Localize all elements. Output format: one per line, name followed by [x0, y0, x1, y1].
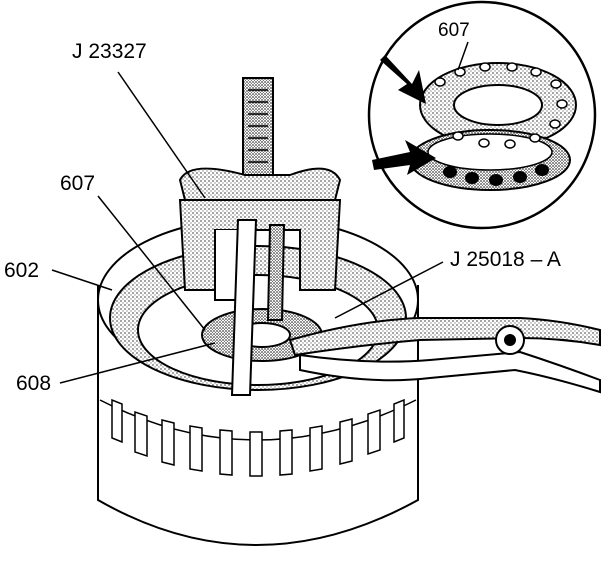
detail-inset — [367, 0, 597, 230]
inset-arrow-upper — [380, 55, 426, 104]
pliers-tool-j25018a — [288, 317, 601, 394]
label-608: 608 — [16, 372, 51, 395]
housing-splines — [111, 398, 405, 477]
puller-tool-j23327 — [178, 77, 342, 396]
housing-602 — [97, 217, 419, 546]
label-602: 602 — [4, 259, 39, 282]
inset-arrow-lower — [372, 140, 436, 175]
label-607: 607 — [60, 172, 95, 195]
label-j23327: J 23327 — [72, 40, 147, 63]
label-inset-607: 607 — [438, 20, 470, 41]
label-j25018a: J 25018 – A — [450, 248, 561, 271]
leader-lines — [51, 41, 469, 384]
